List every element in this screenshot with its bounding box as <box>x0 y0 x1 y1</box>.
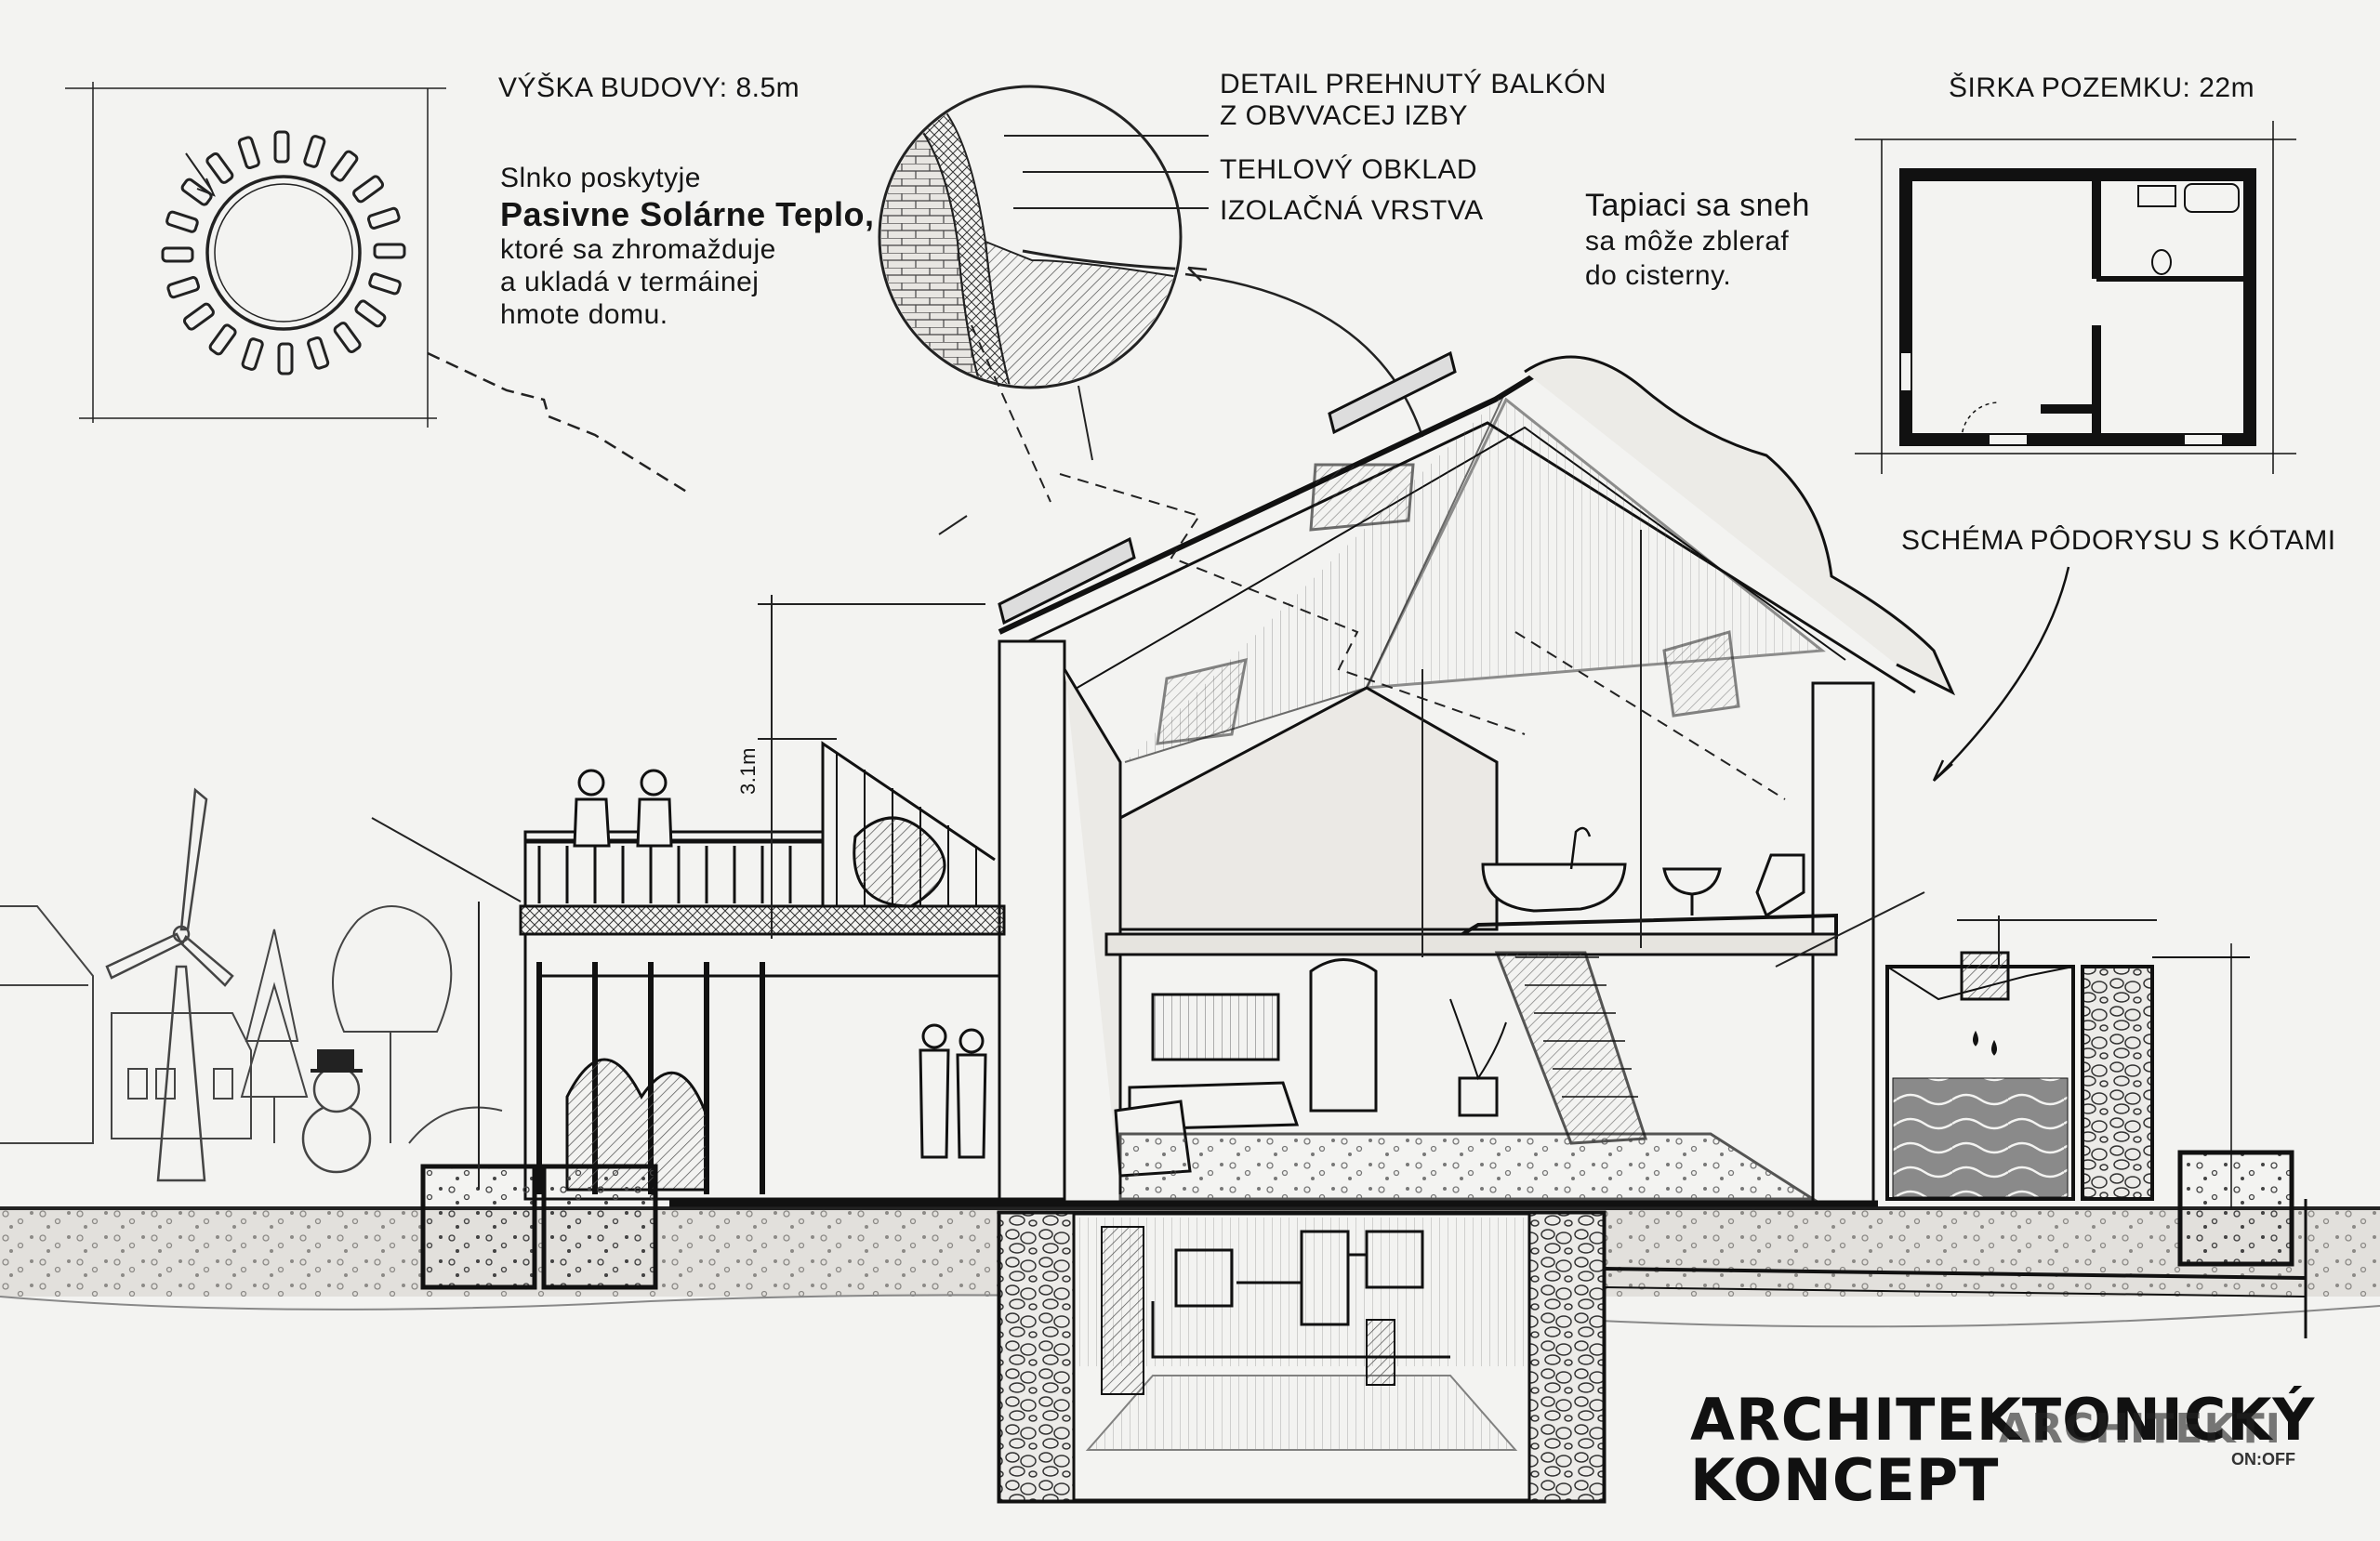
building-height-label: VÝŠKA BUDOVY: 8.5m <box>498 72 800 103</box>
detail-title-line2: Z OBVVACEJ IZBY <box>1220 100 1468 131</box>
house-section <box>519 350 1956 1207</box>
water-cistern <box>1885 943 2250 1208</box>
floor-plan <box>1855 121 2296 782</box>
planters <box>420 1150 2294 1290</box>
sun-text-line2: Pasivne Solárne Teplo, <box>500 195 875 233</box>
title-line2: KONCEPT <box>1690 1446 2000 1515</box>
sun-text-line1: Slnko poskytyje <box>500 163 701 193</box>
sun-sketch <box>65 82 689 494</box>
brand-logo: ARCHITEKTI <box>1999 1405 2281 1453</box>
background-scene <box>0 787 503 1182</box>
snow-text-line2: sa môže zbleraf <box>1585 226 1790 257</box>
brand-logo-sub: ON:OFF <box>2231 1450 2295 1469</box>
drawing-title: ARCHITEKTONICKÝ KONCEPT <box>1690 1390 2315 1510</box>
snow-text-line3: do cisterny. <box>1585 260 1732 291</box>
floor-height-label: 3.1m <box>736 747 760 795</box>
snow-text-line1: Tapiaci sa sneh <box>1585 188 1810 223</box>
insulation-label: IZOLAČNÁ VRSTVA <box>1220 195 1484 226</box>
brick-cladding-label: TEHLOVÝ OBKLAD <box>1220 154 1478 185</box>
plot-width-label: ŠIRKA POZEMKU: 22m <box>1949 72 2255 103</box>
wall-detail-callout <box>878 85 1424 461</box>
title-line1: ARCHITEKTONICKÝ <box>1690 1386 2316 1454</box>
sun-text-line4: a ukladá v termáinej <box>500 267 760 297</box>
detail-title-line1: DETAIL PREHNUTÝ BALKÓN <box>1220 69 1607 99</box>
sun-text-line5: hmote domu. <box>500 299 668 330</box>
dimension-lines <box>371 324 2157 1190</box>
floorplan-caption: SCHÉMA PÔDORYSU S KÓTAMI <box>1901 525 2336 556</box>
sun-text-line3: ktoré sa zhromažduje <box>500 234 776 265</box>
basement <box>997 1199 2307 1504</box>
